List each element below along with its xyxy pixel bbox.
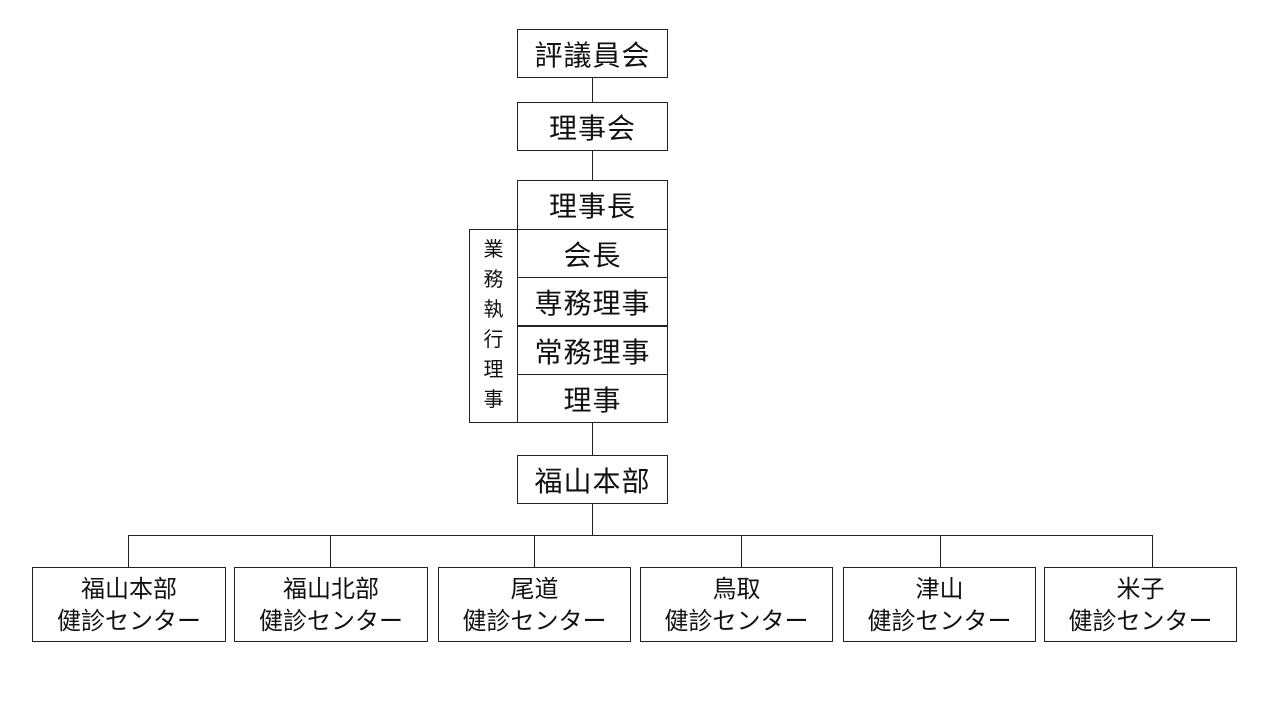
exec-char-6: 事 — [483, 387, 504, 411]
center-suffix: 健診センター — [664, 607, 809, 635]
jomu-label: 常務理事 — [534, 335, 651, 369]
exec-char-5: 理 — [483, 357, 504, 381]
drop-center-5 — [940, 535, 941, 567]
center-box-fukuyama-hokubu: 福山北部 健診センター — [234, 567, 428, 642]
executive-directors-label-box: 業 務 執 行 理 事 — [469, 229, 518, 423]
senmu-box: 専務理事 — [517, 277, 668, 326]
exec-char-2: 務 — [483, 267, 504, 291]
chairman-box: 理事長 — [517, 180, 668, 230]
center-box-tottori: 鳥取 健診センター — [640, 567, 833, 642]
branch-bar — [128, 535, 1153, 536]
connector-board-chairman — [592, 150, 593, 180]
connector-hq-branch — [592, 503, 593, 536]
center-name: 福山本部 — [81, 575, 177, 603]
drop-center-3 — [534, 535, 535, 567]
connector-council-board — [592, 77, 593, 102]
connector-director-hq — [592, 422, 593, 455]
drop-center-2 — [330, 535, 331, 567]
exec-char-1: 業 — [483, 237, 504, 261]
center-suffix: 健診センター — [462, 607, 607, 635]
center-name: 津山 — [915, 575, 964, 603]
center-box-yonago: 米子 健診センター — [1044, 567, 1237, 642]
chairman-label: 理事長 — [548, 190, 636, 223]
board-label: 理事会 — [548, 111, 636, 145]
director-label: 理事 — [563, 383, 622, 417]
center-name: 米子 — [1116, 575, 1165, 603]
center-suffix: 健診センター — [259, 607, 403, 635]
drop-center-1 — [128, 535, 129, 567]
center-box-tsuyama: 津山 健診センター — [843, 567, 1036, 642]
exec-char-3: 執 — [483, 297, 504, 321]
drop-center-4 — [741, 535, 742, 567]
center-name: 鳥取 — [712, 575, 761, 603]
jomu-box: 常務理事 — [517, 326, 668, 375]
drop-center-6 — [1152, 535, 1153, 567]
council-box: 評議員会 — [517, 29, 668, 78]
board-box: 理事会 — [517, 102, 668, 151]
exec-char-4: 行 — [483, 327, 504, 351]
center-suffix: 健診センター — [57, 607, 201, 635]
hq-label: 福山本部 — [534, 464, 651, 498]
senmu-label: 専務理事 — [534, 286, 651, 320]
center-box-onomichi: 尾道 健診センター — [438, 567, 631, 642]
hq-box: 福山本部 — [517, 455, 668, 504]
center-name: 尾道 — [510, 575, 559, 603]
director-box: 理事 — [517, 374, 668, 423]
center-suffix: 健診センター — [867, 607, 1012, 635]
president-box: 会長 — [517, 229, 668, 278]
council-label: 評議員会 — [534, 38, 651, 72]
center-box-fukuyama-honbu: 福山本部 健診センター — [32, 567, 226, 642]
center-name: 福山北部 — [283, 575, 379, 603]
center-suffix: 健診センター — [1068, 607, 1213, 635]
president-label: 会長 — [563, 238, 622, 272]
